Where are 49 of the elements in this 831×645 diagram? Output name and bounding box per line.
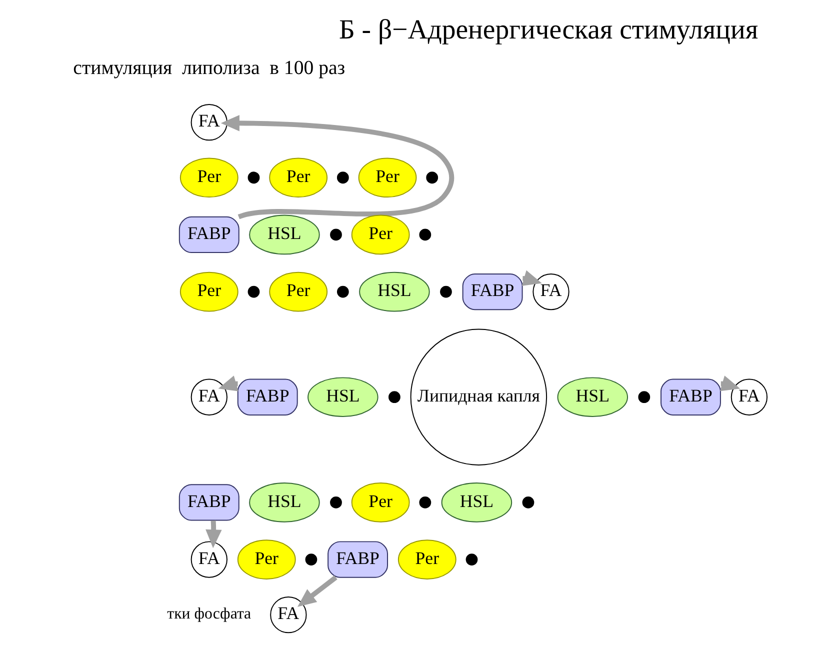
arrow <box>205 520 222 548</box>
node-ellipse: Per <box>268 272 328 312</box>
node-circle <box>336 172 348 184</box>
node-circle <box>638 391 650 404</box>
label: стимуляция липолиза в 100 раз <box>72 56 345 79</box>
node-circle: FA <box>190 378 227 416</box>
node-ellipse: Per <box>236 540 296 580</box>
node-ellipse: Per <box>350 214 410 255</box>
node-circle <box>522 496 534 508</box>
node-box: FABP <box>178 216 239 254</box>
node-box: FABP <box>462 273 522 310</box>
node-circle <box>440 286 452 298</box>
node-circle: FA <box>190 541 227 578</box>
node-circle <box>336 286 348 298</box>
node-ellipse: Per <box>350 482 410 522</box>
node-circle: FA <box>532 273 569 310</box>
node-circle: Липидная капля <box>410 328 547 466</box>
node-ellipse: HSL <box>248 482 320 522</box>
node-circle <box>304 554 317 566</box>
node-ellipse: Per <box>268 158 328 198</box>
node-ellipse: HSL <box>307 377 378 418</box>
arrow <box>296 575 337 607</box>
node-ellipse: HSL <box>358 272 430 312</box>
node-box: FABP <box>327 541 388 578</box>
node-circle <box>330 228 342 241</box>
node-circle <box>418 496 431 508</box>
node-ellipse: Per <box>179 272 238 312</box>
node-ellipse: Per <box>358 158 416 198</box>
node-box: FABP <box>660 378 720 416</box>
node-circle: FA <box>270 596 306 634</box>
node-circle <box>388 391 400 404</box>
node-circle <box>247 286 260 298</box>
node-circle <box>465 554 478 566</box>
node-ellipse: Per <box>179 158 238 198</box>
node-box: FABP <box>178 484 239 521</box>
node-circle: FA <box>730 378 768 416</box>
node-circle <box>426 172 438 184</box>
node-ellipse: Per <box>397 540 456 580</box>
node-circle <box>330 496 342 508</box>
label: тки фосфата <box>166 606 251 623</box>
node-circle <box>247 172 260 184</box>
diagram-title: Б - β−Адренергическая стимуляция <box>338 14 758 46</box>
arrow <box>220 115 454 220</box>
node-ellipse: HSL <box>440 482 512 522</box>
node-circle: FA <box>190 104 227 141</box>
node-ellipse: HSL <box>248 214 320 255</box>
node-box: FABP <box>236 378 298 416</box>
node-ellipse: HSL <box>556 377 628 418</box>
node-circle <box>418 228 431 241</box>
